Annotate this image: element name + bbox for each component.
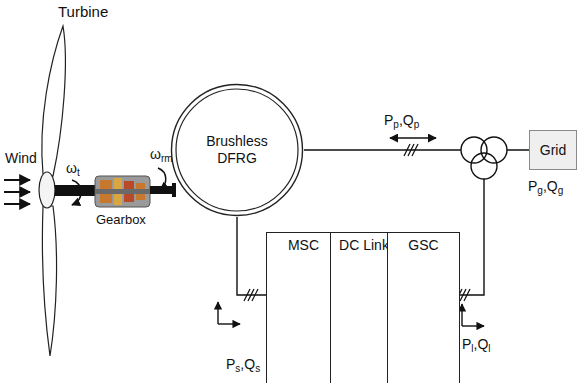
label-text: Gearbox — [96, 211, 146, 228]
generator-circle: Brushless DFRG — [170, 83, 304, 217]
label-text: ωrm — [150, 146, 173, 163]
label-text: ωt — [66, 160, 80, 177]
power-line — [304, 149, 529, 150]
node-text: Brushless DFRG — [188, 133, 286, 167]
converter-box: GSC — [387, 232, 460, 383]
shaft — [55, 185, 95, 196]
turbine-hub — [39, 172, 55, 208]
transformer-symbol — [461, 137, 507, 179]
grid-box: Grid — [529, 130, 577, 170]
turbine-blade — [42, 26, 66, 176]
label-text: Ps,Qs — [226, 356, 260, 373]
node-text: Grid — [540, 142, 566, 159]
node-text: GSC — [388, 233, 459, 254]
label-text: Wind — [5, 150, 37, 167]
label-text: Pp,Qp — [384, 112, 419, 129]
turbine-blade — [42, 206, 56, 356]
gearbox-image — [95, 176, 150, 207]
label-text: Turbine — [58, 3, 108, 20]
label-text: Pg,Qg — [528, 178, 563, 195]
label-text: Pl,Ql — [462, 336, 491, 353]
power-line — [237, 217, 266, 295]
